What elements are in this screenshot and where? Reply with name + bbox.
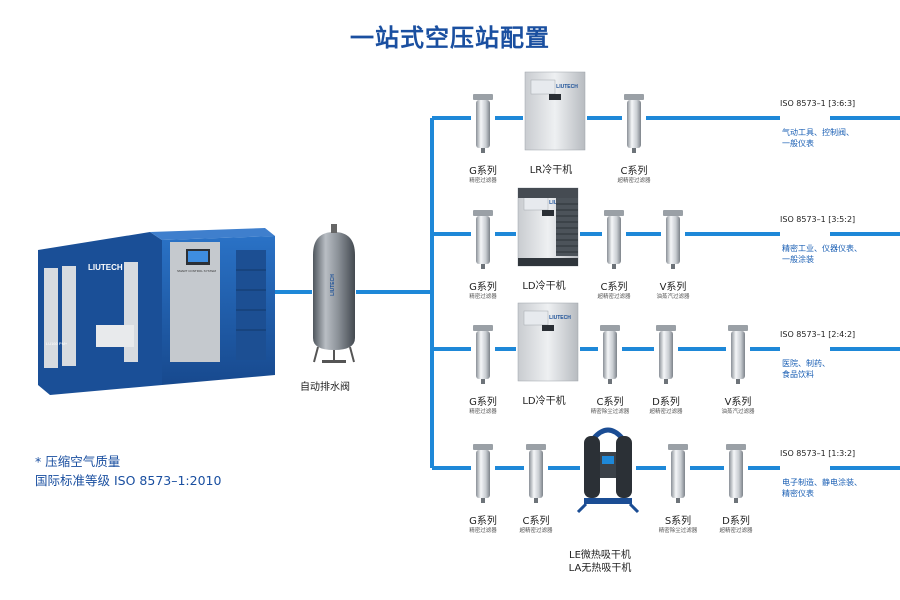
component-name: C系列 bbox=[596, 397, 624, 408]
quality-note: * 压缩空气质量 国际标准等级 ISO 8573–1:2010 bbox=[35, 452, 221, 490]
component-description: 精密过滤器 bbox=[469, 409, 497, 415]
dryer-name-alt: LA无热吸干机 bbox=[568, 563, 632, 574]
filter-unit bbox=[622, 94, 646, 153]
iso-class-label: ISO 8573–1 [2:4:2] bbox=[780, 330, 856, 339]
application-text: 电子制造、静电涂装、精密仪表 bbox=[782, 477, 862, 499]
air-compressor: LIUTECH LU160 PM+ SMART CONTROL SYSTEM bbox=[38, 228, 275, 395]
compressor-brand: LIUTECH bbox=[88, 263, 123, 272]
component-name: S系列 bbox=[664, 516, 692, 527]
application-line: 一般仪表 bbox=[782, 139, 814, 148]
component-name: G系列 bbox=[469, 166, 497, 177]
component-name: C系列 bbox=[620, 166, 648, 177]
component-name: G系列 bbox=[469, 282, 497, 293]
pipe-network bbox=[270, 116, 900, 470]
svg-text:LIUTECH: LIUTECH bbox=[549, 315, 571, 321]
svg-text:LIUTECH: LIUTECH bbox=[556, 84, 578, 90]
dryer-name: LD冷干机 bbox=[522, 396, 566, 407]
note-line-1: * 压缩空气质量 bbox=[35, 454, 121, 469]
application-line: 气动工具、控制阀、 bbox=[782, 128, 854, 137]
component-description: 精密除尘过滤器 bbox=[658, 528, 698, 534]
dryer-name: LE微热吸干机 bbox=[569, 550, 631, 561]
component-description: 超精密过滤器 bbox=[649, 409, 683, 415]
component-description: 精密过滤器 bbox=[469, 294, 497, 300]
component-name: C系列 bbox=[600, 282, 628, 293]
component-name: V系列 bbox=[724, 397, 752, 408]
component-name: D系列 bbox=[652, 397, 680, 408]
filter-unit bbox=[602, 210, 626, 269]
component-description: 超精密过滤器 bbox=[519, 528, 553, 534]
filter-unit bbox=[471, 325, 495, 384]
application-line: 一般涂装 bbox=[782, 255, 814, 264]
iso-class-label: ISO 8573–1 [1:3:2] bbox=[780, 449, 856, 458]
refrigerated-dryer: LIUTECH bbox=[516, 302, 580, 382]
filter-unit bbox=[471, 444, 495, 503]
filter-unit bbox=[666, 444, 690, 503]
application-text: 气动工具、控制阀、一般仪表 bbox=[782, 127, 854, 149]
component-name: C系列 bbox=[522, 516, 550, 527]
component-name: G系列 bbox=[469, 516, 497, 527]
compressor-model: LU160 PM+ bbox=[46, 341, 68, 346]
iso-class-label: ISO 8573–1 [3:5:2] bbox=[780, 215, 856, 224]
application-text: 医院、制药、食品饮料 bbox=[782, 358, 830, 380]
tank-brand: LIUTECH bbox=[330, 274, 336, 296]
application-line: 电子制造、静电涂装、 bbox=[782, 478, 862, 487]
component-description: 油蒸汽过滤器 bbox=[721, 409, 755, 415]
application-line: 精密仪表 bbox=[782, 489, 814, 498]
component-description: 精密过滤器 bbox=[469, 528, 497, 534]
component-description: 超精密过滤器 bbox=[597, 294, 631, 300]
application-line: 精密工业、仪器仪表、 bbox=[782, 244, 862, 253]
adsorption-dryer bbox=[576, 427, 640, 514]
dryer-name: LR冷干机 bbox=[529, 165, 573, 176]
filter-unit bbox=[726, 325, 750, 384]
air-receiver-tank: LIUTECH bbox=[313, 224, 355, 363]
filter-unit bbox=[724, 444, 748, 503]
iso-class-label: ISO 8573–1 [3:6:3] bbox=[780, 99, 856, 108]
component-description: 油蒸汽过滤器 bbox=[656, 294, 690, 300]
component-name: V系列 bbox=[659, 282, 687, 293]
component-name: G系列 bbox=[469, 397, 497, 408]
page-title: 一站式空压站配置 bbox=[350, 24, 550, 52]
refrigerated-dryer: LIUTECH bbox=[516, 187, 580, 267]
component-description: 精密除尘过滤器 bbox=[590, 409, 630, 415]
auto-drain-valve-label: 自动排水阀 bbox=[300, 382, 350, 393]
component-description: 精密过滤器 bbox=[469, 178, 497, 184]
component-description: 超精密过滤器 bbox=[719, 528, 753, 534]
filter-unit bbox=[598, 325, 622, 384]
filter-unit bbox=[471, 210, 495, 269]
application-line: 医院、制药、 bbox=[782, 359, 830, 368]
application-text: 精密工业、仪器仪表、一般涂装 bbox=[782, 243, 862, 265]
component-description: 超精密过滤器 bbox=[617, 178, 651, 184]
application-line: 食品饮料 bbox=[782, 370, 814, 379]
filter-unit bbox=[661, 210, 685, 269]
note-line-2: 国际标准等级 ISO 8573–1:2010 bbox=[35, 473, 222, 488]
filter-unit bbox=[524, 444, 548, 503]
filter-unit bbox=[654, 325, 678, 384]
refrigerated-dryer: LIUTECH bbox=[523, 71, 587, 151]
component-name: D系列 bbox=[722, 516, 750, 527]
filter-unit bbox=[471, 94, 495, 153]
compressor-panel-text: SMART CONTROL SYSTEM bbox=[177, 269, 216, 273]
dryer-name: LD冷干机 bbox=[522, 281, 566, 292]
